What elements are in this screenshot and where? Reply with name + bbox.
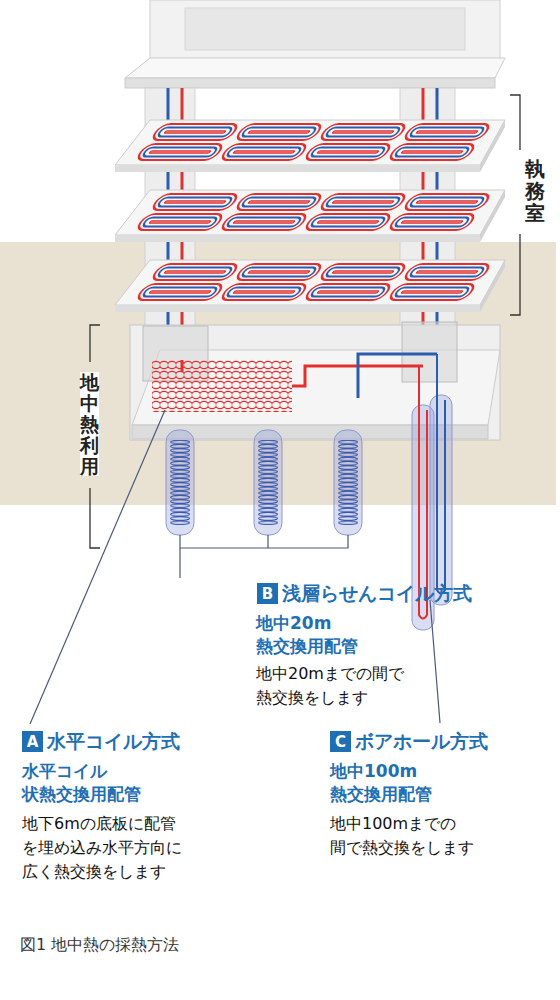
roof <box>125 0 505 88</box>
pipe-subheading: 地中20m 熱交換用配管 <box>256 612 358 658</box>
floor-slab <box>115 190 505 242</box>
method-badge: A <box>22 731 43 752</box>
method-badge: C <box>330 731 351 752</box>
badge-letter: A <box>27 733 39 751</box>
badge-letter: B <box>262 585 273 603</box>
method-heading: 水平コイル方式 <box>47 730 180 753</box>
bracket <box>90 95 520 548</box>
figure-caption: 図1 地中熱の採熱方法 <box>20 935 179 956</box>
section-bracket-label: 地中熱利用 <box>80 372 99 476</box>
method-description: 地下6mの底板に配管 を埋め込み水平方向に 広く熱交換をします <box>22 812 182 884</box>
badge-letter: C <box>335 733 346 751</box>
floor-slab <box>115 260 505 312</box>
horizontal-coil <box>152 360 292 412</box>
pipe-subheading: 水平コイル 状熱交換用配管 <box>22 760 141 806</box>
section-bracket-label: 執務室 <box>525 158 545 224</box>
method-description: 地中100mまでの 間で熱交換をします <box>330 812 474 860</box>
method-badge: B <box>257 583 278 604</box>
method-heading: 浅層らせんコイル方式 <box>282 582 472 605</box>
floor-slab <box>115 120 505 172</box>
pipe-subheading: 地中100m 熱交換用配管 <box>330 760 432 806</box>
basement-pipes <box>182 354 437 398</box>
spiral-borehole <box>166 430 362 535</box>
method-heading: ボアホール方式 <box>355 730 488 753</box>
method-description: 地中20mまでの間で 熱交換をします <box>256 662 404 710</box>
